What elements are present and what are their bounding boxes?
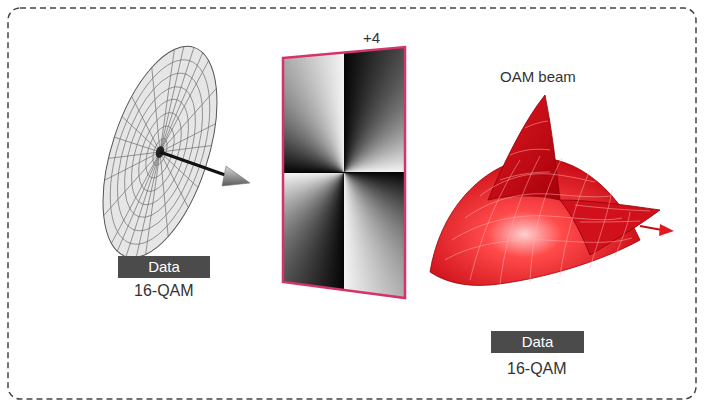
data-box: Data [118, 256, 210, 278]
box-label: Data [148, 258, 180, 276]
caption-label: +4 [363, 29, 380, 47]
box-label: Data [522, 333, 554, 351]
caption-label: OAM beam [500, 68, 576, 86]
oam-beam-surface [430, 95, 674, 285]
wavefront-disc [80, 33, 239, 272]
caption-label: 16-QAM [134, 281, 194, 300]
caption-label: 16-QAM [507, 359, 567, 378]
spiral-phase-plate [283, 47, 405, 298]
data-box: Data [491, 331, 584, 353]
propagation-arrow [160, 152, 250, 186]
dashed-frame [8, 8, 696, 399]
